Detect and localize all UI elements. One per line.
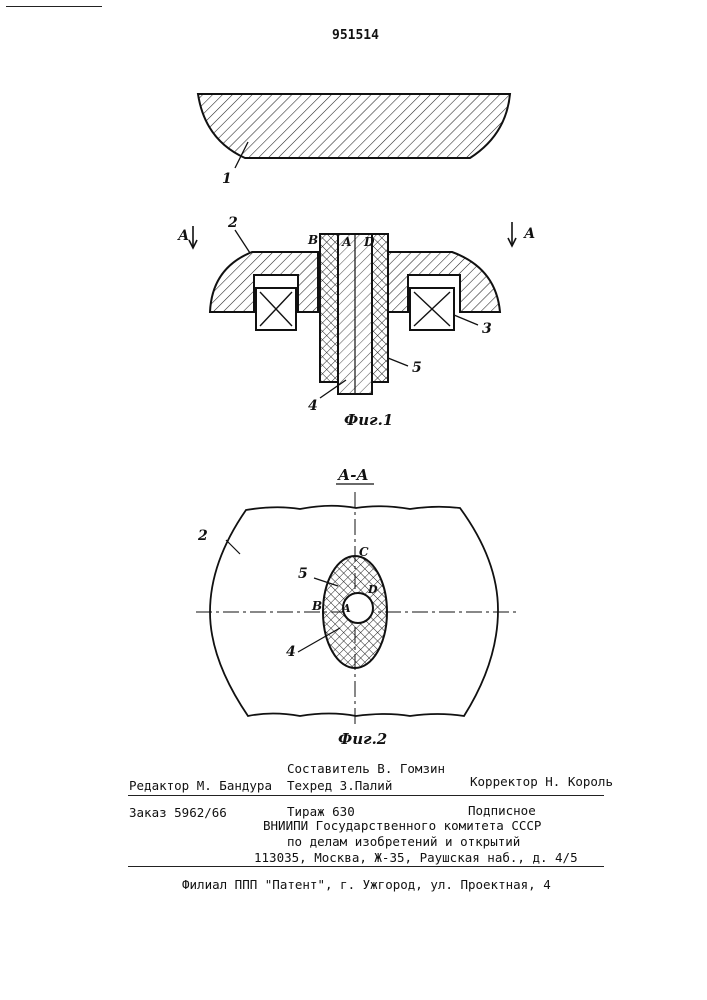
circulation-line: Тираж 630	[287, 804, 355, 819]
subscription-line: Подписное	[468, 803, 536, 818]
leader-2	[235, 230, 250, 253]
label-zone-d: D	[363, 235, 375, 249]
label-part-4-section: 4	[286, 644, 296, 660]
label-point-a: А	[341, 602, 351, 615]
label-zone-a: А	[341, 235, 352, 249]
label-point-c: С	[359, 545, 369, 559]
technical-drawing: 1 2 3 4 5 В А D А А Фиг.1 А-А 2 5 4 С D …	[0, 0, 707, 760]
label-part-3: 3	[482, 321, 492, 337]
org-line-2: по делам изобретений и открытий	[287, 834, 520, 849]
label-part-2-section: 2	[197, 528, 208, 544]
label-point-b: В	[311, 599, 322, 613]
label-part-1: 1	[222, 171, 232, 187]
label-zone-b: В	[307, 233, 318, 247]
label-point-d: D	[367, 583, 378, 596]
label-part-2: 2	[227, 215, 238, 231]
imprint-rule-2	[128, 866, 604, 867]
order-line: Заказ 5962/66	[129, 805, 227, 820]
corrector-line: Корректор Н. Король	[470, 774, 613, 789]
label-part-5: 5	[412, 360, 422, 376]
label-part-4: 4	[308, 398, 318, 414]
compiler-line: Составитель В. Гомзин	[287, 761, 445, 776]
branch-line: Филиал ППП "Патент", г. Ужгород, ул. Про…	[182, 877, 551, 892]
editor-line: Редактор М. Бандура	[129, 778, 272, 793]
section-mark-left: А	[177, 228, 189, 244]
techred-line: Техред З.Палий	[287, 778, 392, 793]
section-a-a-title: А-А	[337, 466, 369, 484]
figure-1-caption: Фиг.1	[344, 411, 393, 429]
section-mark-right: А	[523, 226, 535, 242]
leader-3	[454, 315, 478, 325]
leader-5	[388, 358, 408, 366]
label-part-5-section: 5	[298, 566, 308, 582]
org-line-1: ВНИИПИ Государственного комитета СССР	[263, 818, 541, 833]
address-line: 113035, Москва, Ж-35, Раушская наб., д. …	[254, 850, 578, 865]
imprint-rule-1	[128, 795, 604, 796]
figure-2-caption: Фиг.2	[338, 730, 387, 748]
